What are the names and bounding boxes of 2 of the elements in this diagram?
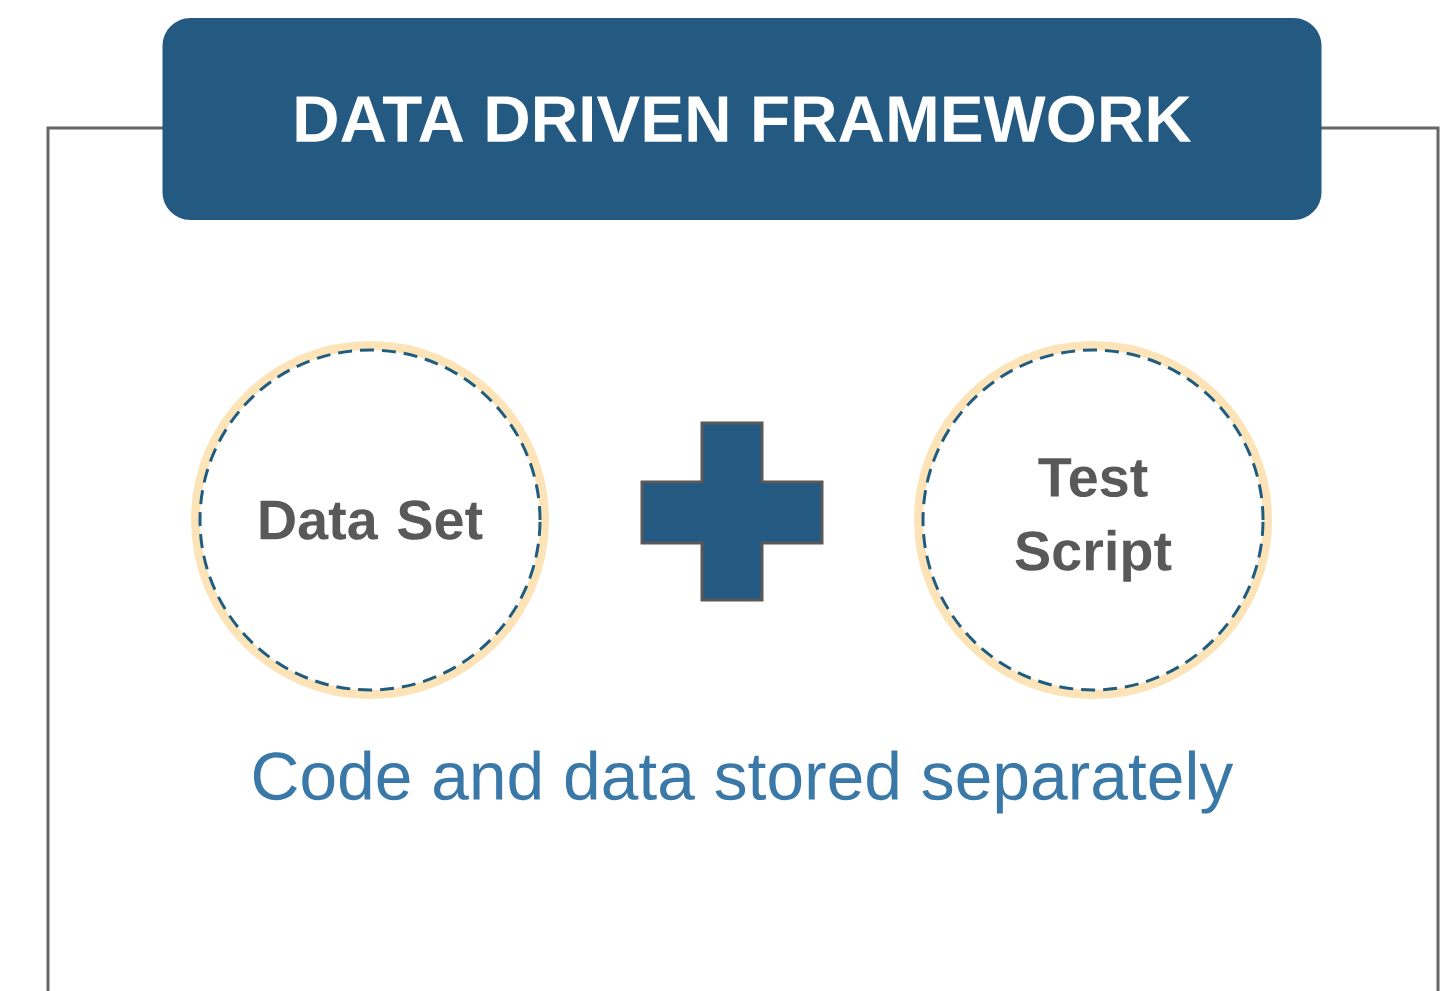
caption: Code and data stored separately xyxy=(253,750,1234,814)
title-banner: DATA DRIVEN FRAMEWORK xyxy=(162,18,1322,220)
